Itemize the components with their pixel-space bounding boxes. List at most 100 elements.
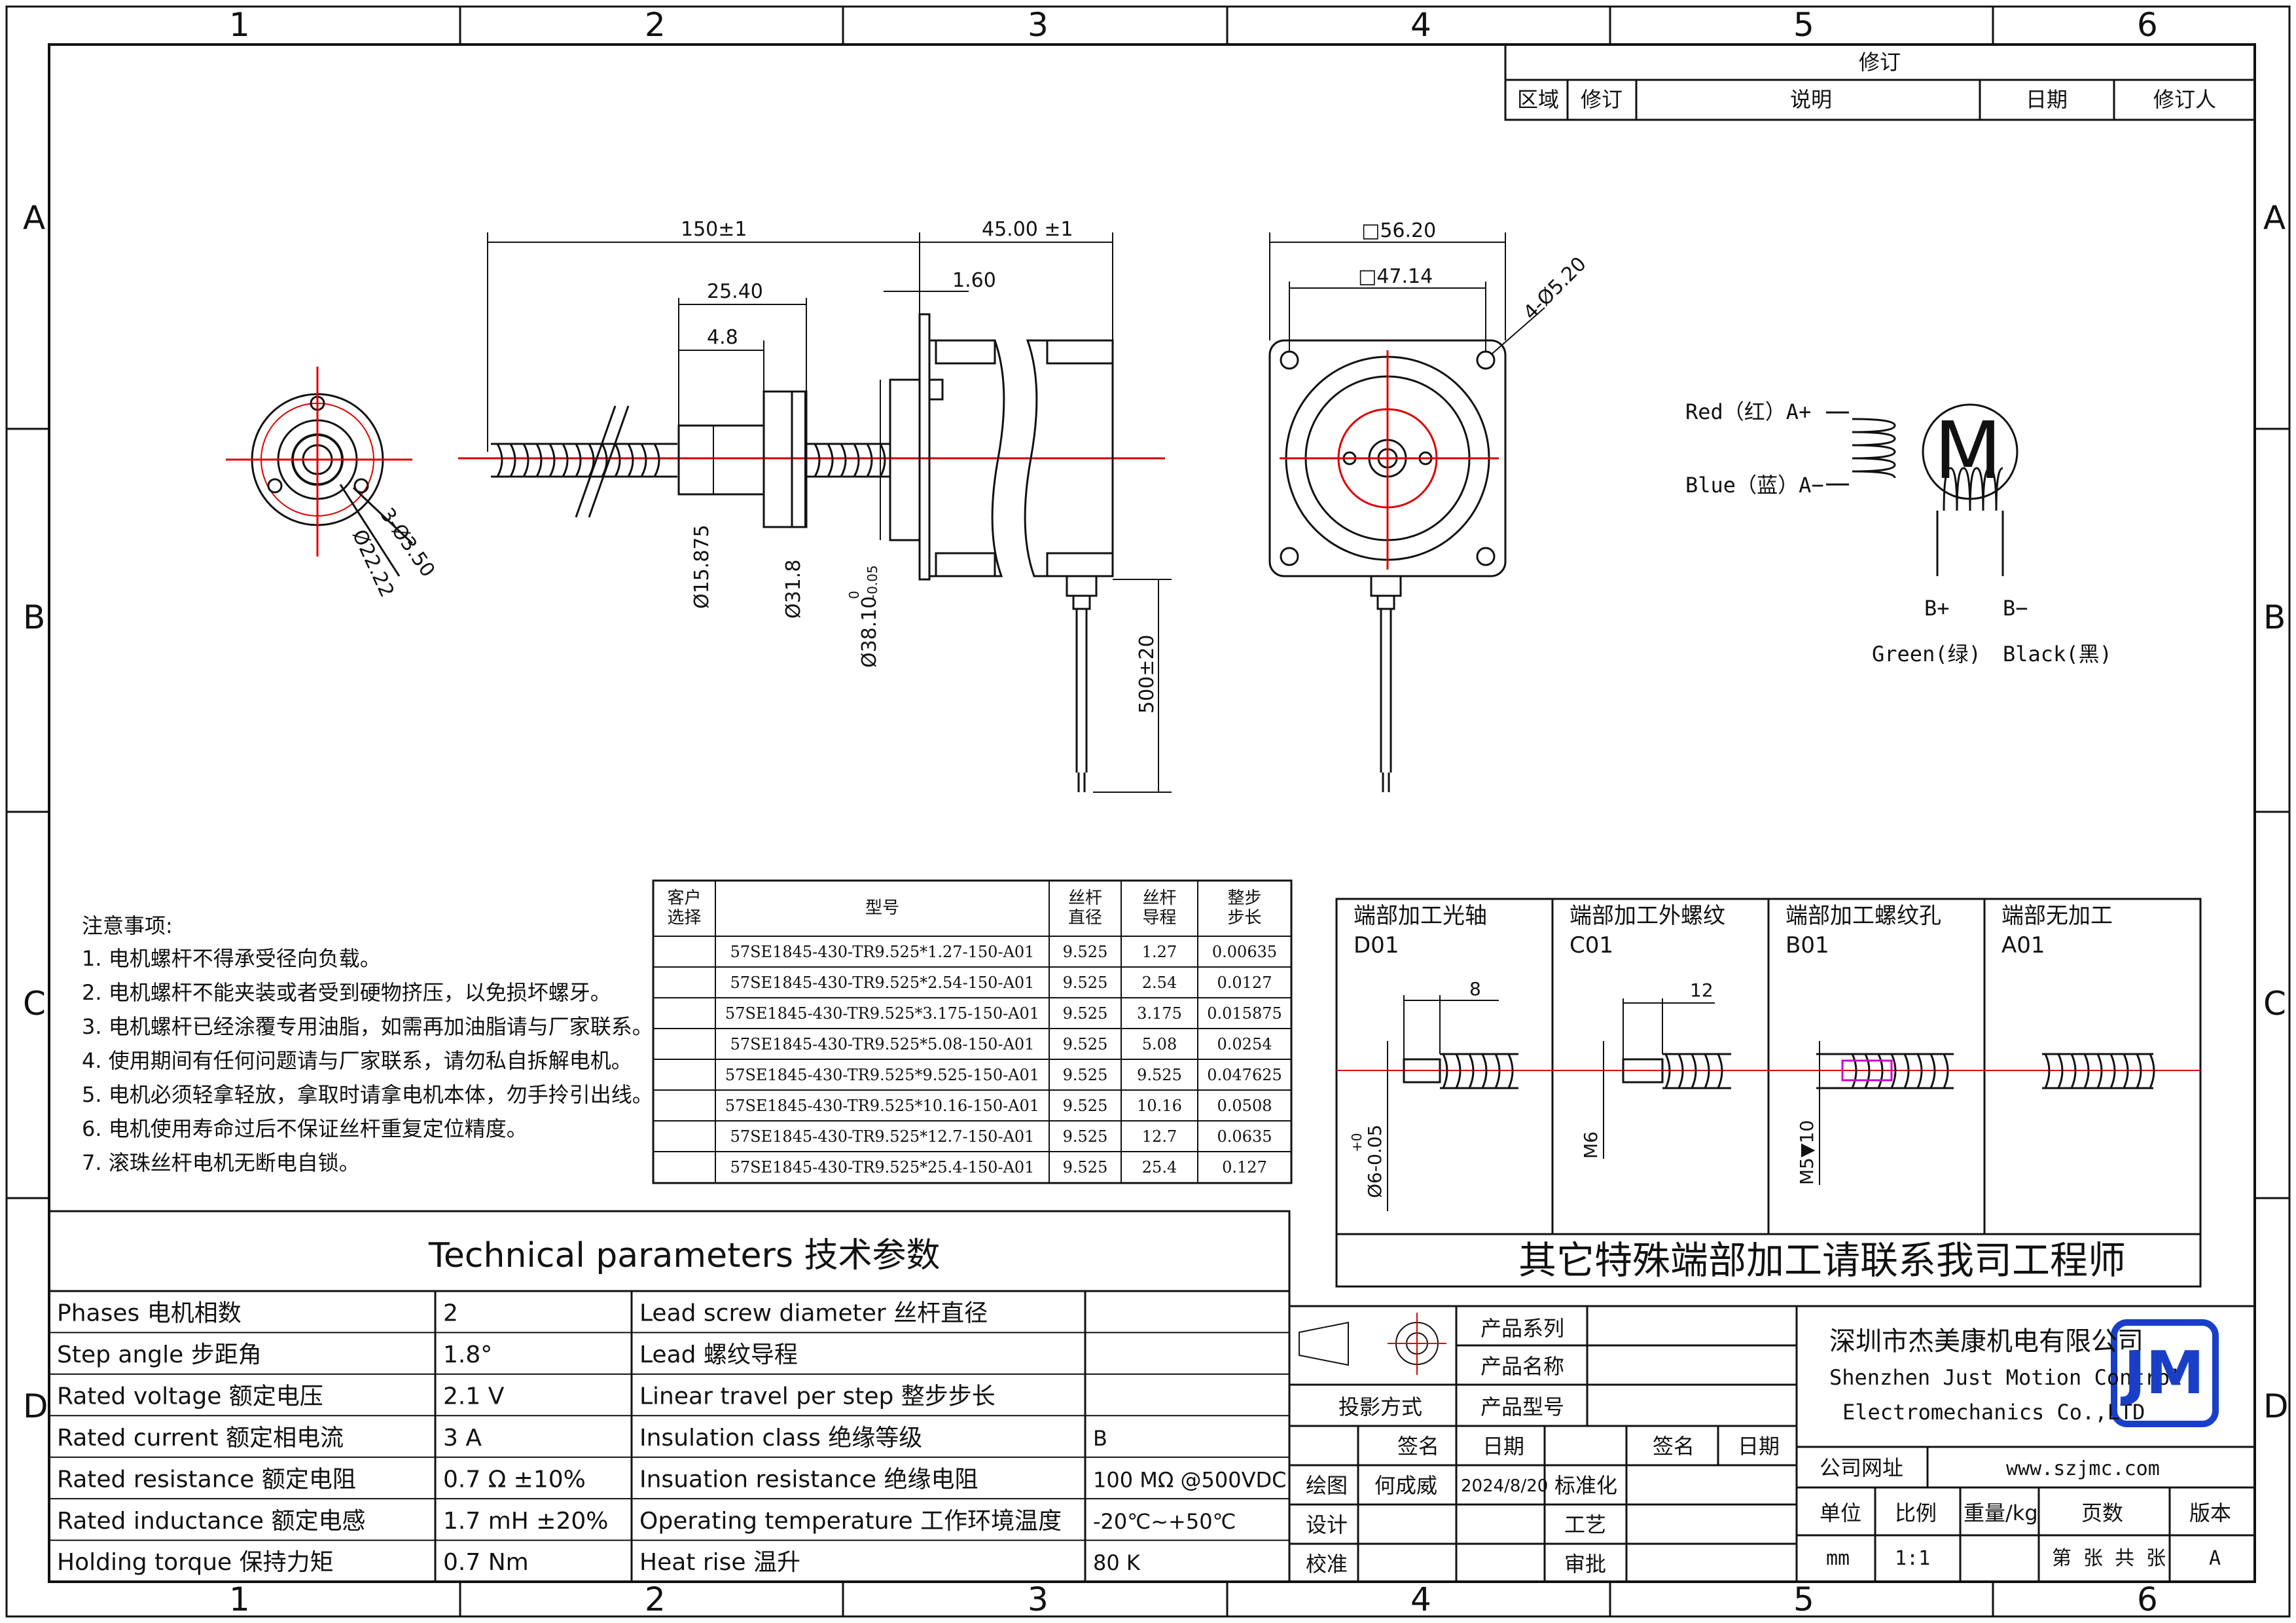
row-label: D	[2263, 1387, 2289, 1425]
model-table-cell: 9.525	[1063, 1158, 1108, 1176]
model-table-cell: 0.0127	[1217, 974, 1272, 992]
tb-date2-label: 日期	[1738, 1434, 1780, 1459]
tb-check-label: 校准	[1306, 1552, 1348, 1577]
model-table-header: 型号	[865, 898, 899, 918]
tech-param-label: Insuation resistance 绝缘电阻	[639, 1466, 978, 1493]
model-table-header: 丝杆	[1068, 888, 1102, 908]
model-table-header: 整步	[1227, 888, 1261, 908]
model-table-cell: 9.525	[1063, 974, 1108, 992]
revision-header: 修订	[1581, 87, 1623, 112]
customer-select-cell[interactable]	[655, 1030, 714, 1058]
model-table-cell: 57SE1845-430-TR9.525*5.08-150-A01	[730, 1035, 1035, 1053]
tech-param-label: Holding torque 保持力矩	[57, 1549, 334, 1576]
end-type-code: C01	[1570, 932, 1613, 958]
motor-side-view	[226, 232, 2018, 793]
col-label: 6	[2137, 6, 2158, 44]
wire-bplus-label: B+	[1924, 596, 1950, 621]
tb-name-label: 产品名称	[1480, 1354, 1564, 1379]
tb-unit-value: mm	[1826, 1547, 1850, 1570]
end-type-vdim: M5▼10	[1796, 1120, 1818, 1185]
tb-scale-label: 比例	[1895, 1501, 1937, 1525]
revision-title: 修订	[1859, 50, 1901, 75]
end-types-footer: 其它特殊端部加工请联系我司工程师	[1518, 1238, 2126, 1283]
col-label: 3	[1028, 6, 1049, 44]
dim-body-length: 45.00 ±1	[982, 218, 1073, 241]
dim-holes: 4-Ø5.20	[1519, 253, 1591, 325]
tech-param-label: Lead 螺纹导程	[639, 1341, 798, 1368]
col-label: 5	[1793, 1580, 1814, 1618]
dim-flange-thk: 1.60	[952, 269, 996, 292]
tech-param-value: 0.7 Ω ±10%	[443, 1466, 586, 1493]
customer-select-cell[interactable]	[655, 1122, 714, 1150]
tb-pages-value: 第 张 共 张	[2052, 1547, 2166, 1570]
tech-param-value: 2	[443, 1300, 458, 1327]
tech-param-value: 1.8°	[443, 1341, 492, 1368]
tech-param-value: 100 MΩ @500VDC	[1093, 1467, 1286, 1492]
wire-green-label: Green(绿)	[1872, 642, 1981, 666]
company-name-en-1: Shenzhen Just Motion Control	[1829, 1365, 2182, 1390]
model-table-cell: 10.16	[1137, 1097, 1182, 1115]
motor-front-view	[1268, 232, 1545, 792]
lead-screw	[491, 313, 1114, 792]
tech-param-label: Linear travel per step 整步步长	[639, 1383, 996, 1410]
model-table-header: 丝杆	[1142, 888, 1176, 908]
dim-nut-flange: 4.8	[707, 326, 738, 349]
model-table-cell: 0.047625	[1207, 1066, 1282, 1084]
dim-nut-length: 25.40	[707, 280, 763, 303]
model-table-cell: 0.0508	[1217, 1097, 1272, 1115]
tech-param-value: 2.1 V	[443, 1383, 505, 1410]
tech-param-value: 0.7 Nm	[443, 1549, 529, 1576]
end-type-title: 端部加工外螺纹	[1570, 903, 1725, 929]
revision-header: 日期	[2026, 87, 2068, 112]
model-table-cell: 9.525	[1063, 1035, 1108, 1053]
customer-select-cell[interactable]	[655, 1091, 714, 1120]
dim-total-length: 150±1	[681, 218, 747, 241]
tb-standard-label: 标准化	[1554, 1473, 1617, 1498]
model-table-cell: 57SE1845-430-TR9.525*25.4-150-A01	[730, 1158, 1035, 1176]
tech-param-label: Rated resistance 额定电阻	[57, 1466, 356, 1493]
model-table-cell: 2.54	[1142, 974, 1177, 992]
row-label: D	[23, 1387, 48, 1425]
row-label: C	[23, 985, 46, 1023]
model-table-cell: 57SE1845-430-TR9.525*10.16-150-A01	[725, 1097, 1039, 1115]
model-table-cell: 9.525	[1063, 1066, 1108, 1084]
end-type-title: 端部无加工	[2001, 903, 2113, 929]
tech-param-label: Rated voltage 额定电压	[57, 1383, 323, 1410]
tb-design-label: 设计	[1306, 1512, 1348, 1537]
model-table-header: 选择	[667, 908, 701, 928]
revision-header: 说明	[1790, 87, 1832, 112]
col-label: 2	[645, 6, 666, 44]
model-table-cell: 0.00635	[1212, 943, 1277, 961]
customer-select-cell[interactable]	[655, 1153, 714, 1181]
col-label: 5	[1793, 6, 1814, 44]
dim-square-inner: □47.14	[1358, 265, 1433, 288]
model-table-cell: 57SE1845-430-TR9.525*2.54-150-A01	[730, 974, 1035, 992]
tech-param-label: Insulation class 绝缘等级	[639, 1425, 922, 1451]
customer-select-cell[interactable]	[655, 968, 714, 996]
customer-select-cell[interactable]	[655, 938, 714, 966]
col-label: 4	[1410, 1580, 1431, 1618]
model-table-cell: 12.7	[1142, 1127, 1177, 1146]
model-table-cell: 57SE1845-430-TR9.525*3.175-150-A01	[725, 1004, 1039, 1023]
end-type-code: A01	[2001, 932, 2045, 958]
customer-select-cell[interactable]	[655, 1061, 714, 1089]
dim-screw-dia: Ø15.875	[691, 524, 713, 609]
model-table-header: 导程	[1142, 908, 1176, 928]
end-type-vtol: +0	[1349, 1133, 1365, 1152]
model-table-cell: 9.525	[1063, 1127, 1108, 1146]
tb-scale-value: 1:1	[1895, 1547, 1930, 1570]
row-label: B	[23, 598, 45, 636]
row-label: B	[2263, 598, 2286, 636]
tech-param-label: Heat rise 温升	[639, 1549, 800, 1576]
model-table-cell: 9.525	[1137, 1066, 1182, 1084]
notes-title: 注意事项:	[82, 913, 173, 938]
end-type-vdim: Ø6-0.05	[1364, 1125, 1386, 1198]
wire-black-label: Black(黑)	[2003, 642, 2112, 666]
tb-unit-label: 单位	[1820, 1501, 1861, 1525]
model-table-cell: 0.127	[1222, 1158, 1267, 1176]
customer-select-cell[interactable]	[655, 999, 714, 1027]
revision-header: 修订人	[2153, 87, 2216, 112]
tech-param-value: 3 A	[443, 1425, 482, 1451]
wiring-diagram	[1826, 403, 2018, 576]
